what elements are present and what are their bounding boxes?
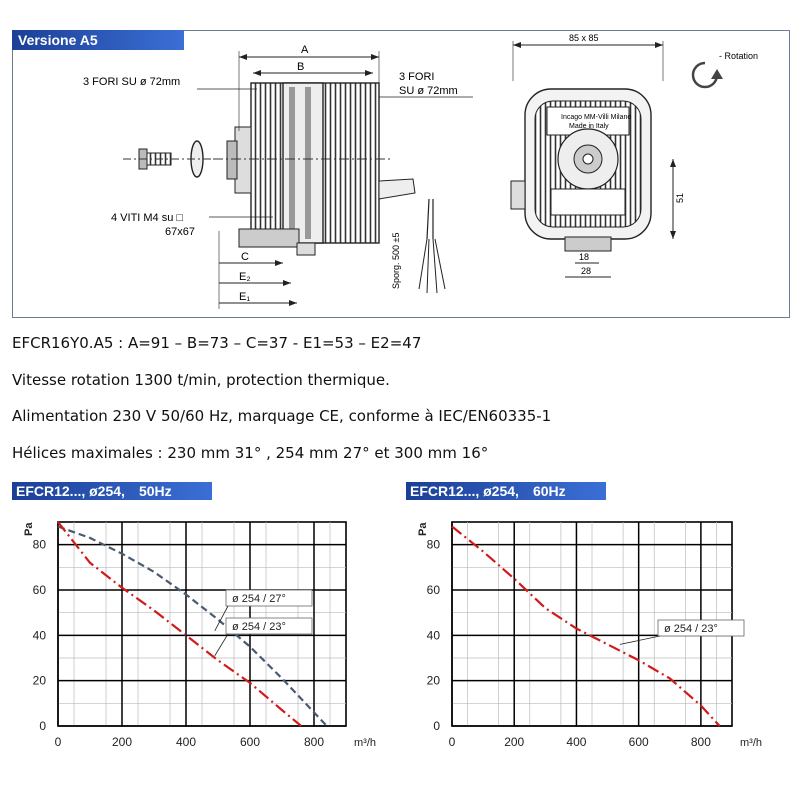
spec-propellers: Hélices maximales : 230 mm 31° , 254 mm … bbox=[12, 444, 489, 462]
wire-length-label: Sporg. 500 ±5 bbox=[391, 233, 401, 289]
chart-60hz: 0 200 400 600 800 0 20 40 60 80 m³/h Pa ø 254 / 23° bbox=[417, 521, 762, 749]
x-tick-label: 600 bbox=[629, 735, 649, 749]
y-tick-label: 60 bbox=[427, 583, 441, 597]
dim-c-label: C bbox=[241, 251, 249, 263]
rotation-icon bbox=[691, 61, 723, 89]
dim-85-label: 85 x 85 bbox=[569, 33, 599, 43]
technical-drawing: A B 3 FORI SU ø 72mm 3 FORI SU ø 72mm 4 … bbox=[12, 30, 790, 318]
holes-right-label-2: SU ø 72mm bbox=[399, 85, 458, 97]
x-tick-label: 200 bbox=[504, 735, 524, 749]
holes-left-label: 3 FORI SU ø 72mm bbox=[83, 76, 180, 88]
x-tick-label: 600 bbox=[240, 735, 260, 749]
spec-power: Alimentation 230 V 50/60 Hz, marquage CE… bbox=[12, 407, 552, 425]
y-tick-label: 0 bbox=[39, 719, 46, 733]
rotation-label: - Rotation bbox=[719, 51, 758, 61]
y-tick-label: 80 bbox=[427, 538, 441, 552]
screws-label-1: 4 VITI M4 su □ bbox=[111, 212, 183, 224]
series-label: ø 254 / 23° bbox=[232, 621, 286, 633]
series-line bbox=[57, 525, 328, 727]
dim-18-label: 18 bbox=[579, 252, 589, 262]
spec-speed: Vitesse rotation 1300 t/min, protection … bbox=[12, 371, 390, 389]
y-tick-label: 40 bbox=[33, 628, 47, 642]
chart-50hz: 0 200 400 600 800 0 20 40 60 80 m³/h Pa ø 254 / 27° ø… bbox=[23, 521, 376, 749]
chart-title-text: EFCR12..., ø254, bbox=[16, 483, 125, 499]
x-tick-label: 0 bbox=[449, 735, 456, 749]
plate-line-1: Incago MM-Villi Milano bbox=[561, 114, 631, 121]
dim-e1-label: E₁ bbox=[239, 291, 250, 303]
motor-side-view bbox=[213, 82, 416, 256]
dim-28-label: 28 bbox=[581, 266, 591, 276]
x-axis-label: m³/h bbox=[740, 737, 762, 749]
series-leader-line bbox=[619, 635, 661, 645]
series-label-box bbox=[225, 589, 313, 607]
holes-right-label-1: 3 FORI bbox=[399, 71, 434, 83]
y-tick-label: 20 bbox=[33, 674, 47, 688]
chart-title-60hz: EFCR12..., ø254, 60Hz bbox=[406, 482, 606, 500]
y-tick-label: 0 bbox=[433, 719, 440, 733]
y-tick-label: 80 bbox=[33, 538, 47, 552]
series-label: ø 254 / 27° bbox=[232, 593, 286, 605]
screw-part bbox=[123, 140, 213, 178]
x-tick-label: 800 bbox=[691, 735, 711, 749]
chart-title-freq: 60Hz bbox=[532, 483, 566, 499]
series-label-box bbox=[225, 617, 313, 635]
chart-panel-50hz: EFCR12..., ø254, 50Hz 0 200 400 600 800 0 20 40 6… bbox=[12, 482, 404, 790]
series-leader-line bbox=[214, 633, 229, 656]
series-label-box bbox=[657, 619, 745, 637]
spec-dimensions: EFCR16Y0.A5 : A=91 – B=73 – C=37 - E1=53… bbox=[12, 334, 422, 352]
y-tick-label: 40 bbox=[427, 628, 441, 642]
dimension-c-e: C E₂ E₁ bbox=[218, 231, 297, 309]
version-label: Versione A5 bbox=[12, 30, 184, 50]
series-label: ø 254 / 23° bbox=[664, 623, 718, 635]
x-axis-label: m³/h bbox=[354, 737, 376, 749]
chart-title-text: EFCR12..., ø254, bbox=[410, 483, 519, 499]
series-line bbox=[451, 525, 721, 727]
wires: Sporg. 500 ±5 bbox=[391, 198, 446, 294]
x-tick-label: 400 bbox=[176, 735, 196, 749]
motor-drawing-svg: A B 3 FORI SU ø 72mm 3 FORI SU ø 72mm 4 … bbox=[83, 33, 758, 309]
dim-a-label: A bbox=[301, 44, 309, 56]
chart-panel-60hz: EFCR12..., ø254, 60Hz 0 200 400 600 800 0 20 40 6… bbox=[406, 482, 798, 790]
chart-title-freq: 50Hz bbox=[138, 483, 172, 499]
dimension-ab: A B bbox=[238, 44, 380, 131]
series-leader-line bbox=[214, 605, 229, 631]
y-axis-label: Pa bbox=[23, 522, 35, 536]
y-tick-label: 20 bbox=[427, 674, 441, 688]
x-tick-label: 0 bbox=[55, 735, 62, 749]
dim-51-label: 51 bbox=[675, 193, 685, 203]
plate-line-2: Made in Italy bbox=[569, 123, 609, 130]
x-tick-label: 200 bbox=[112, 735, 132, 749]
motor-front-view: Incago MM-Villi Milano Made in Italy 85 … bbox=[510, 33, 685, 278]
y-tick-label: 60 bbox=[33, 583, 47, 597]
dim-b-label: B bbox=[297, 61, 304, 73]
x-tick-label: 400 bbox=[566, 735, 586, 749]
screws-label-2: 67x67 bbox=[165, 226, 195, 238]
x-tick-label: 800 bbox=[304, 735, 324, 749]
y-axis-label: Pa bbox=[417, 522, 429, 536]
dim-e2-label: E₂ bbox=[239, 271, 251, 283]
chart-title-50hz: EFCR12..., ø254, 50Hz bbox=[12, 482, 212, 500]
